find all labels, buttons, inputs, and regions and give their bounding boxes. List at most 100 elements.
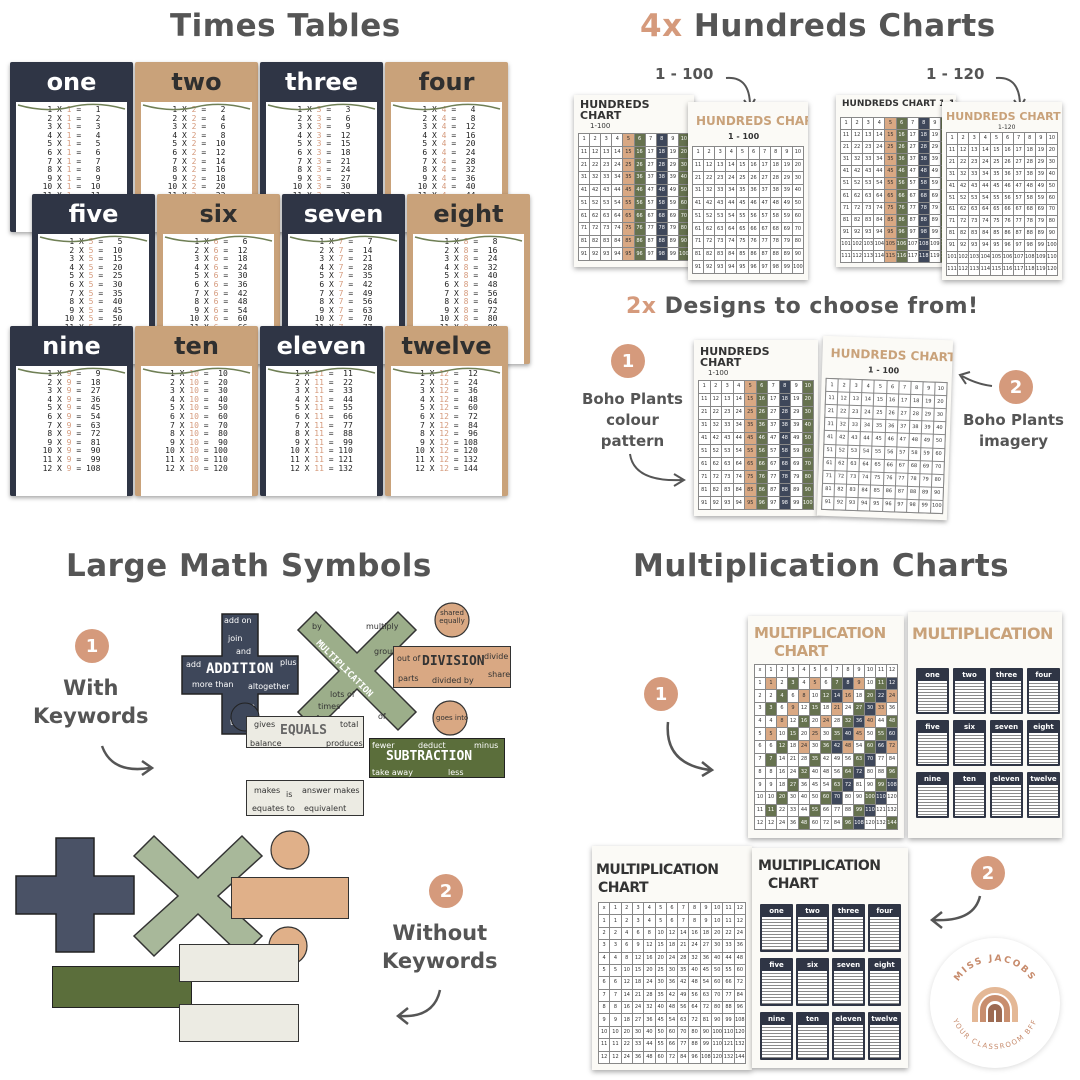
grid-cell: 42 bbox=[590, 184, 601, 197]
grid-cell: 8 bbox=[1024, 133, 1035, 144]
grid-cell: 3 bbox=[632, 903, 644, 915]
grid-cell: 54 bbox=[821, 779, 831, 791]
grid-cell: 2 bbox=[710, 381, 721, 393]
grid-cell: 68 bbox=[908, 460, 920, 473]
grid-cell: 42 bbox=[821, 753, 831, 766]
grid-cell: 22 bbox=[852, 142, 863, 154]
grid-cell: 50 bbox=[802, 432, 813, 445]
grid-cell: 94 bbox=[874, 226, 885, 238]
grid-cell: 10 bbox=[712, 903, 723, 915]
division-circle-keyword: goes into bbox=[436, 714, 469, 722]
grid-cell: 36 bbox=[734, 940, 745, 952]
grid-cell: 48 bbox=[1024, 180, 1035, 192]
grid-cell: 10 bbox=[610, 1026, 621, 1039]
grid-cell: 54 bbox=[666, 1014, 678, 1026]
grid-cell: 31 bbox=[579, 172, 590, 184]
grid-cell: 9 bbox=[755, 779, 765, 791]
times-card-title: three bbox=[285, 68, 358, 96]
grid-cell: 132 bbox=[876, 817, 886, 829]
grid-cell: 56 bbox=[756, 445, 767, 458]
grid-cell: 27 bbox=[1013, 156, 1024, 168]
grid-cell: 28 bbox=[799, 753, 809, 766]
grid-cell: 48 bbox=[734, 952, 745, 964]
grid-cell: 7 bbox=[1013, 133, 1024, 144]
grid-cell: 50 bbox=[933, 435, 945, 448]
grid-cell: 12 bbox=[599, 1051, 610, 1063]
vine-decoration-icon bbox=[391, 98, 502, 111]
grid-cell: 44 bbox=[612, 184, 623, 197]
keyword: times bbox=[318, 702, 341, 711]
grid-cell: 47 bbox=[907, 166, 918, 178]
grid-cell: 6 bbox=[756, 381, 767, 393]
grid-cell: 63 bbox=[863, 190, 874, 202]
grid-cell: 6 bbox=[755, 741, 765, 753]
mini-table-title: twelve bbox=[1030, 774, 1057, 783]
grid-cell: 43 bbox=[863, 166, 874, 178]
poster-title-2: CHART bbox=[700, 356, 742, 369]
grid-cell: 18 bbox=[779, 393, 790, 406]
times-row: 10 X 11 = 110 bbox=[290, 446, 353, 456]
grid-cell: 7 bbox=[832, 677, 842, 690]
times-row: 10 X 9 = 90 bbox=[42, 446, 101, 456]
grid-cell: 18 bbox=[777, 779, 787, 791]
grid-cell: 27 bbox=[759, 172, 770, 185]
grid-cell: 49 bbox=[1035, 180, 1046, 192]
grid-cell: 10 bbox=[865, 677, 875, 690]
grid-cell: 16 bbox=[1002, 144, 1013, 156]
mini-table-lines bbox=[1029, 785, 1058, 816]
grid-cell: 36 bbox=[788, 817, 798, 829]
times-row: 2 X 9 = 18 bbox=[42, 377, 101, 387]
grid-cell: 89 bbox=[919, 487, 931, 500]
grid-cell: 41 bbox=[693, 197, 704, 210]
grid-cell: 81 bbox=[699, 484, 710, 497]
grid-cell: 115 bbox=[885, 250, 896, 262]
grid-cell: 27 bbox=[768, 406, 779, 419]
grid-cell: 16 bbox=[756, 393, 767, 406]
grid-cell: 9 bbox=[766, 779, 776, 791]
times-row: 5 X 5 = 25 bbox=[64, 271, 123, 281]
grid-cell: 49 bbox=[781, 197, 792, 210]
grid-cell: 88 bbox=[876, 766, 886, 779]
grid-cell: 23 bbox=[849, 405, 862, 419]
grid-cell: 20 bbox=[792, 159, 803, 172]
grid-cell: 24 bbox=[726, 172, 737, 185]
grid-cell: 53 bbox=[601, 197, 612, 210]
grid-cell: 59 bbox=[920, 447, 933, 461]
grid-cell: 15 bbox=[655, 940, 666, 952]
grid-cell: 85 bbox=[623, 235, 634, 248]
times-row: 9 X 2 = 18 bbox=[167, 173, 226, 183]
times-row: 9 X 5 = 45 bbox=[64, 305, 123, 315]
division-bar bbox=[393, 646, 511, 688]
times-row: 3 X 2 = 6 bbox=[167, 122, 226, 132]
grid-cell: 3 bbox=[850, 379, 862, 393]
grid-cell: 86 bbox=[748, 248, 759, 261]
times-row: 3 X 12 = 36 bbox=[415, 386, 478, 396]
hundreds-title-text: Hundreds Charts bbox=[682, 8, 996, 44]
grid-cell: 49 bbox=[667, 184, 678, 197]
grid-cell: 118 bbox=[918, 250, 929, 262]
keyword: minus bbox=[474, 741, 499, 750]
times-row: 7 X 2 = 14 bbox=[167, 156, 226, 166]
grid-cell: 58 bbox=[770, 210, 781, 223]
grid-cell: 17 bbox=[898, 394, 910, 408]
grid-cell: 21 bbox=[693, 172, 704, 185]
grid-cell: 90 bbox=[792, 248, 803, 261]
grid-cell: 20 bbox=[644, 964, 655, 977]
grid-cell: 60 bbox=[792, 210, 803, 223]
grid-cell: 92 bbox=[958, 240, 969, 252]
grid-cell: 90 bbox=[700, 1026, 712, 1039]
times-row: 3 X 4 = 12 bbox=[417, 122, 476, 132]
mini-times-table: six bbox=[953, 720, 986, 766]
vine-decoration-icon bbox=[288, 230, 399, 243]
grid-cell: 52 bbox=[710, 445, 721, 458]
grid-cell: 5 bbox=[810, 677, 820, 690]
mini-table-lines bbox=[870, 971, 899, 1004]
grid-cell: 108 bbox=[918, 238, 929, 250]
grid-cell: 24 bbox=[777, 817, 787, 829]
grid-cell: 56 bbox=[884, 446, 896, 459]
grid-cell: 34 bbox=[612, 172, 623, 184]
grid-cell: 3 bbox=[766, 703, 776, 715]
grid-cell: 94 bbox=[733, 497, 744, 509]
math-badge-1: 1 bbox=[75, 629, 109, 663]
